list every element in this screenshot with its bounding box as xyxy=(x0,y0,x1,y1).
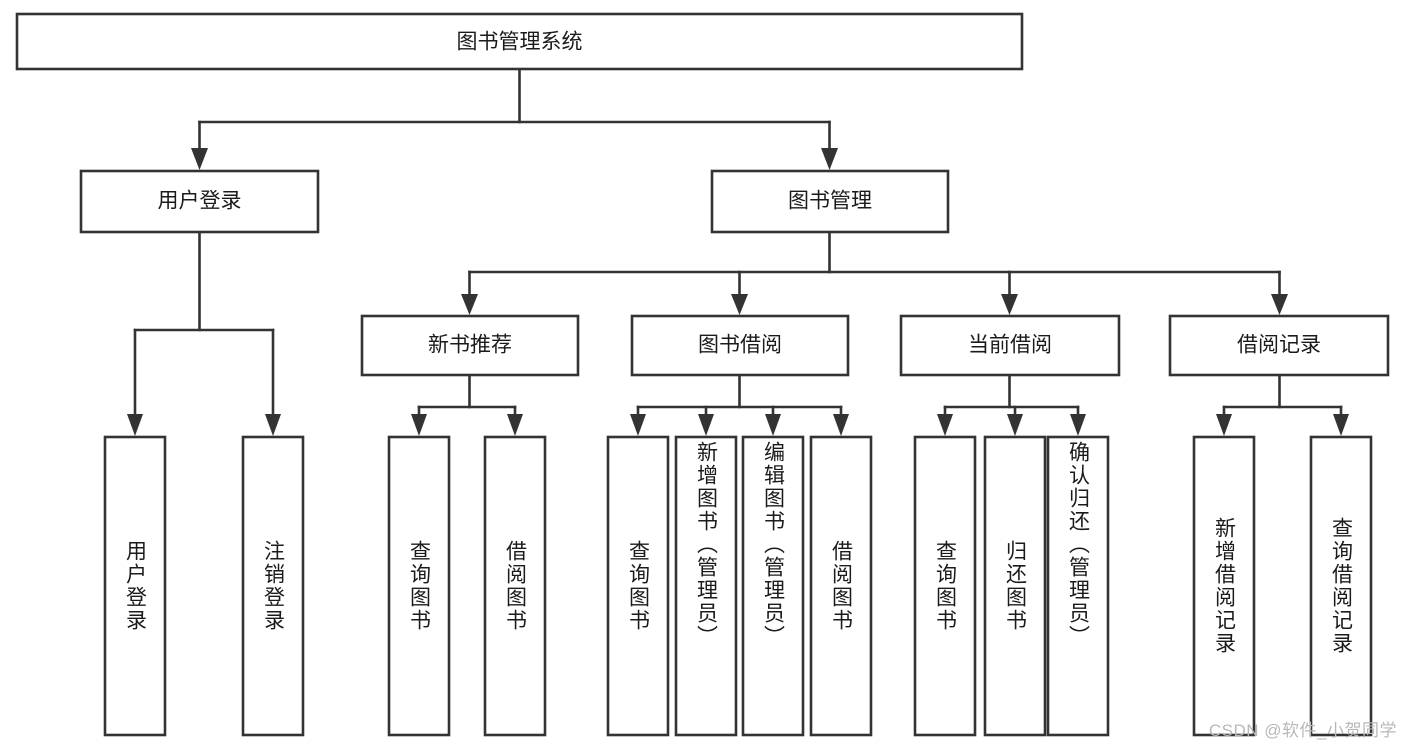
node-user-login-box[interactable] xyxy=(79,169,320,234)
node-user-login[interactable]: 用户登录 xyxy=(79,169,320,234)
node-leaf-logout-login-box[interactable] xyxy=(241,435,305,737)
node-leaf-edit-book-admin-box[interactable] xyxy=(741,435,805,737)
node-root-box[interactable] xyxy=(15,12,1024,71)
node-leaf-query-book-recommend-box[interactable] xyxy=(387,435,451,737)
arrow-head-book-borrow xyxy=(731,294,748,315)
arrow-head-leaf-query-borrow-record xyxy=(1333,414,1349,436)
connectors-user-login-to-leaves xyxy=(127,230,281,436)
arrow-head-leaf-add-borrow-record xyxy=(1216,414,1232,436)
node-book-borrow-box[interactable] xyxy=(630,314,850,377)
node-leaf-return-book-box[interactable] xyxy=(983,435,1047,737)
node-borrow-record-box[interactable] xyxy=(1168,314,1390,377)
arrow-head-borrow-record xyxy=(1271,294,1288,315)
arrow-head-leaf-logout-login xyxy=(265,414,281,436)
node-leaf-add-book-admin-box[interactable] xyxy=(674,435,738,737)
node-leaf-borrow-book-box[interactable] xyxy=(809,435,873,737)
arrow-head-leaf-query-book-recommend xyxy=(411,414,427,436)
node-current-borrow-box[interactable] xyxy=(899,314,1121,377)
arrow-head-leaf-borrow-book-recommend xyxy=(507,414,523,436)
node-leaf-query-book-current-box[interactable] xyxy=(913,435,977,737)
node-borrow-record-label: 借阅记录 xyxy=(1237,334,1321,357)
arrow-head-leaf-query-book-borrow xyxy=(630,414,646,436)
node-leaf-query-book-borrow-box[interactable] xyxy=(606,435,670,737)
connectors-borrow-record-to-leaves xyxy=(1216,373,1349,436)
node-root-label: 图书管理系统 xyxy=(457,31,583,54)
connectors-book-borrow-to-leaves xyxy=(630,373,849,436)
arrow-head-leaf-query-book-current xyxy=(937,414,953,436)
node-new-book-recommend-label: 新书推荐 xyxy=(428,334,512,357)
node-new-book-recommend-box[interactable] xyxy=(360,314,580,377)
node-book-borrow-label: 图书借阅 xyxy=(698,334,782,357)
node-leaf-confirm-return-admin-box[interactable] xyxy=(1046,435,1110,737)
connectors-current-borrow-to-leaves xyxy=(937,373,1086,436)
node-book-management[interactable]: 图书管理 xyxy=(710,169,950,234)
node-book-management-box[interactable] xyxy=(710,169,950,234)
arrow-head-leaf-confirm-return-admin xyxy=(1070,414,1086,436)
node-book-management-label: 图书管理 xyxy=(788,190,872,213)
arrow-head-leaf-return-book xyxy=(1007,414,1023,436)
node-leaf-query-borrow-record-box[interactable] xyxy=(1309,435,1373,737)
node-current-borrow-label: 当前借阅 xyxy=(968,334,1052,357)
arrow-head-user-login xyxy=(191,148,208,170)
arrow-head-leaf-edit-book-admin xyxy=(765,414,781,436)
arrow-head-leaf-user-login xyxy=(127,414,143,436)
node-leaf-user-login-box[interactable] xyxy=(103,435,167,737)
connectors-new-book-recommend-to-leaves xyxy=(411,373,523,436)
node-user-login-label: 用户登录 xyxy=(158,190,242,213)
node-book-borrow[interactable]: 图书借阅 xyxy=(630,314,850,377)
arrow-head-book-management xyxy=(821,148,838,170)
node-leaf-add-borrow-record-box[interactable] xyxy=(1192,435,1256,737)
node-root[interactable]: 图书管理系统 xyxy=(15,12,1024,71)
arrow-head-leaf-add-book-admin xyxy=(698,414,714,436)
leaf-boxes xyxy=(103,435,1373,737)
arrow-head-leaf-borrow-book xyxy=(833,414,849,436)
arrow-head-current-borrow xyxy=(1001,294,1018,315)
node-borrow-record[interactable]: 借阅记录 xyxy=(1168,314,1390,377)
node-current-borrow[interactable]: 当前借阅 xyxy=(899,314,1121,377)
node-leaf-borrow-book-recommend-box[interactable] xyxy=(483,435,547,737)
arrow-head-new-book-recommend xyxy=(461,294,478,315)
connectors-book-management-to-level3 xyxy=(461,230,1288,315)
csdn-watermark: CSDN @软件_小贺同学 xyxy=(1208,721,1397,740)
node-new-book-recommend[interactable]: 新书推荐 xyxy=(360,314,580,377)
connectors-root-to-level2 xyxy=(191,67,838,170)
